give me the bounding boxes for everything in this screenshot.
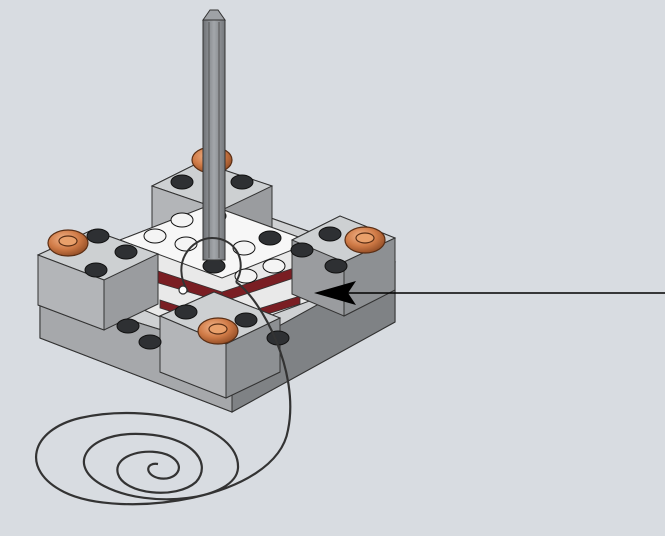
axle xyxy=(203,10,225,260)
hook xyxy=(179,286,187,294)
